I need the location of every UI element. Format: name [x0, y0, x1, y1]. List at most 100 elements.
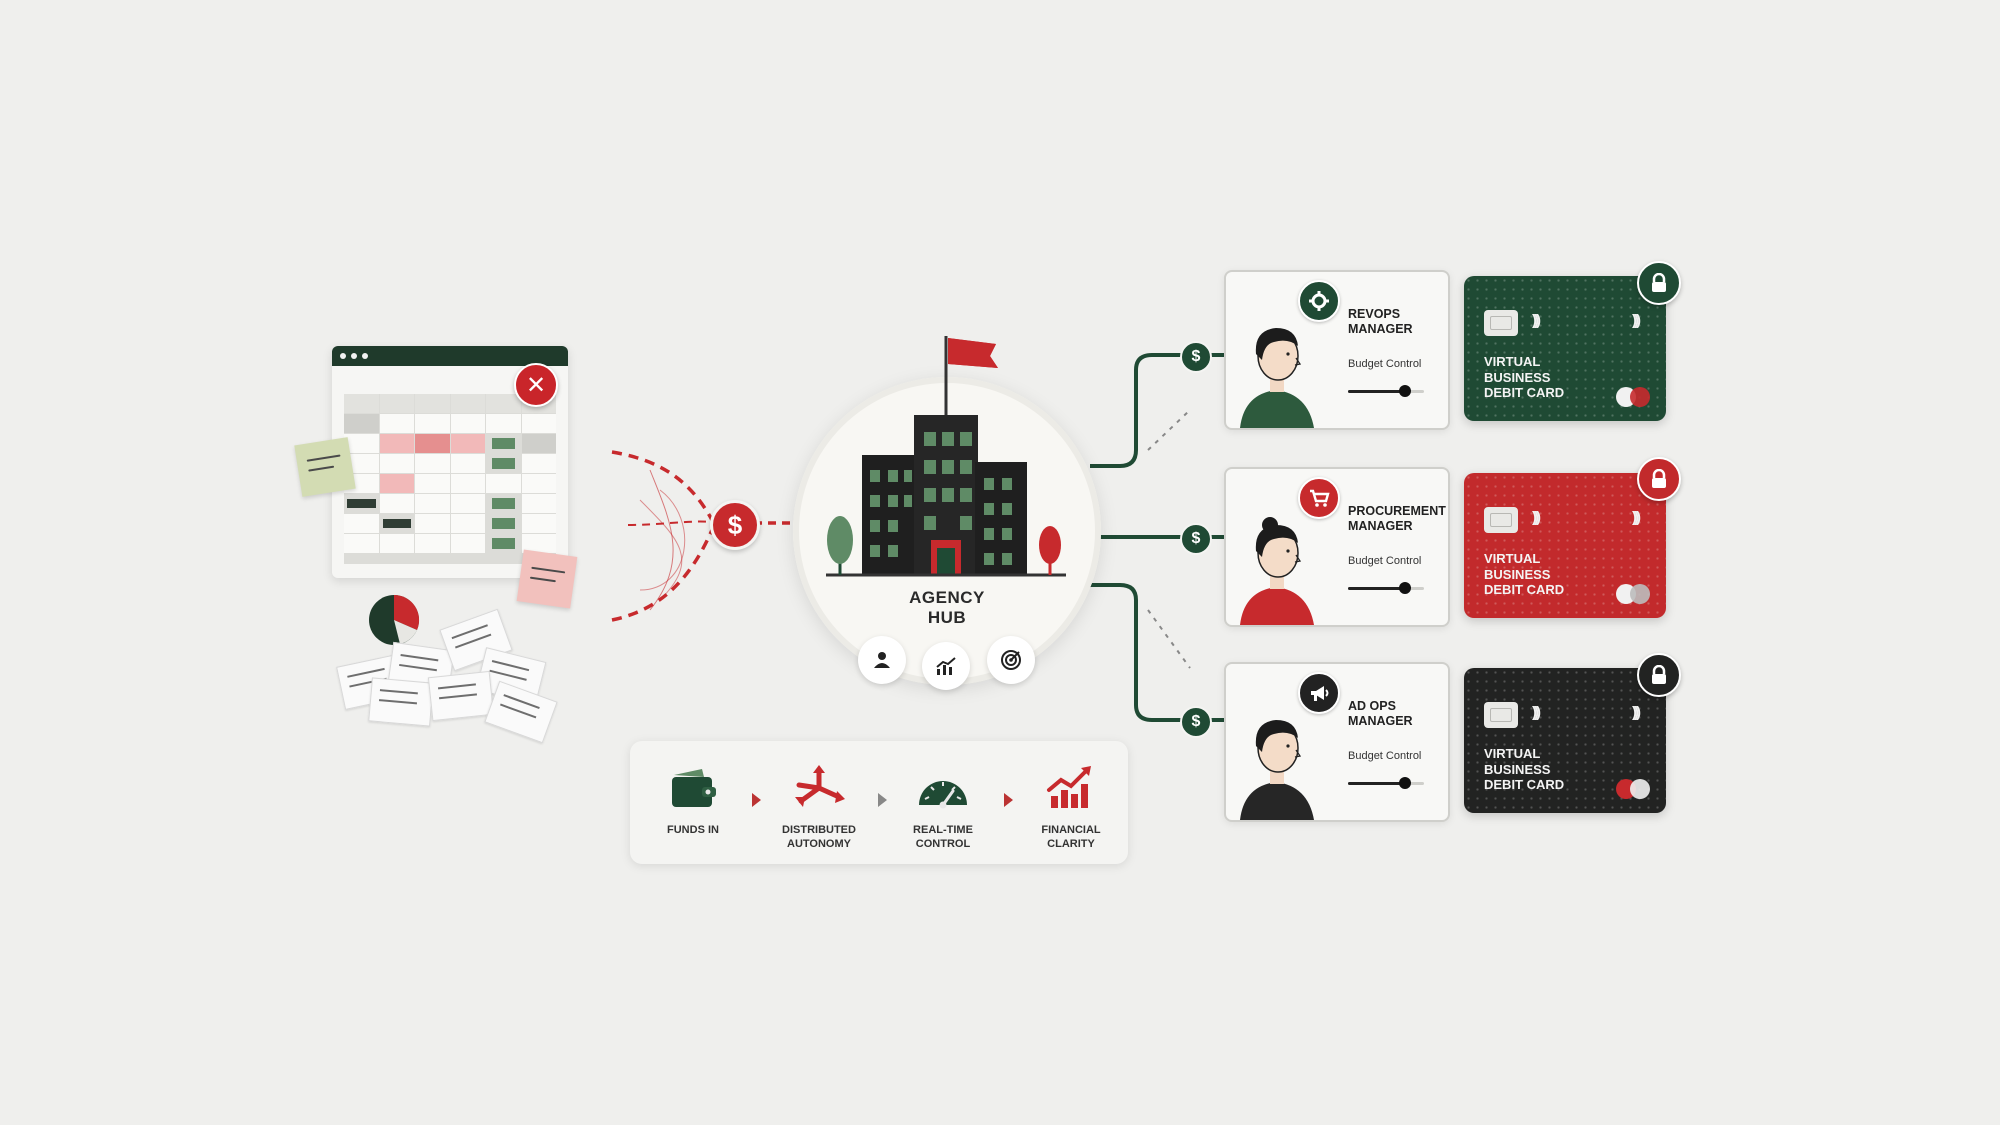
- dollar-icon: $: [1180, 523, 1212, 555]
- person-avatar: [1240, 328, 1314, 428]
- step-arrow: [1004, 793, 1013, 807]
- card-network-circle: [1630, 387, 1650, 407]
- card-network-logo: [1614, 584, 1658, 606]
- role-title-line: MANAGER: [1348, 322, 1413, 336]
- role-card: AD OPS MANAGER Budget Control: [1224, 662, 1450, 822]
- agency-hub: [793, 377, 1101, 685]
- close-icon: ✕: [514, 363, 558, 407]
- card-label-line: VIRTUAL: [1484, 354, 1541, 369]
- step-arrow: [752, 793, 761, 807]
- window-dot: [362, 353, 368, 359]
- card-label: VIRTUAL BUSINESS DEBIT CARD: [1484, 551, 1604, 598]
- split-arrows-icon: [764, 761, 874, 815]
- contactless-icon: ))): [1532, 312, 1541, 329]
- card-label: VIRTUAL BUSINESS DEBIT CARD: [1484, 746, 1604, 793]
- contactless-icon: ))): [1632, 312, 1641, 329]
- lock-icon: [1637, 457, 1681, 501]
- virtual-debit-card: ))) ))) VIRTUAL BUSINESS DEBIT CARD: [1464, 276, 1666, 421]
- role-title-line: MANAGER: [1348, 519, 1413, 533]
- budget-slider-knob[interactable]: [1399, 385, 1411, 397]
- lock-icon: [1637, 653, 1681, 697]
- card-label-line: DEBIT CARD: [1484, 385, 1565, 400]
- gauge-icon: [888, 761, 998, 815]
- target-icon: [987, 636, 1035, 684]
- card-network-logo: [1614, 779, 1658, 801]
- role-title-line: AD OPS: [1348, 699, 1396, 713]
- people-icon: [858, 636, 906, 684]
- step-label: AUTONOMY: [787, 838, 851, 850]
- paper-pile: [330, 608, 560, 744]
- role-card: REVOPS MANAGER Budget Control: [1224, 270, 1450, 430]
- contactless-icon: ))): [1632, 509, 1641, 526]
- step-financial-clarity: FINANCIAL CLARITY: [1016, 761, 1126, 851]
- sticky-note: [516, 549, 578, 609]
- flag-icon: [948, 338, 998, 368]
- card-chip-icon: [1484, 702, 1518, 728]
- card-label-line: DEBIT CARD: [1484, 777, 1565, 792]
- step-distributed-autonomy: DISTRIBUTED AUTONOMY: [764, 761, 874, 851]
- window-dot: [351, 353, 357, 359]
- budget-slider[interactable]: [1348, 385, 1424, 397]
- card-label-line: BUSINESS: [1484, 369, 1551, 385]
- growth-chart-icon: [1016, 761, 1126, 815]
- lock-icon: [1637, 261, 1681, 305]
- budget-control-label: Budget Control: [1348, 358, 1422, 370]
- trend-chart-icon: [922, 642, 970, 690]
- budget-slider-fill: [1348, 390, 1405, 393]
- budget-control-label: Budget Control: [1348, 750, 1422, 762]
- hub-title: AGENCY HUB: [880, 588, 1014, 628]
- window-titlebar: [332, 346, 568, 366]
- budget-slider-knob[interactable]: [1399, 582, 1411, 594]
- contactless-icon: ))): [1532, 704, 1541, 721]
- step-label: CLARITY: [1047, 838, 1095, 850]
- card-chip-icon: [1484, 507, 1518, 533]
- virtual-debit-card: ))) ))) VIRTUAL BUSINESS DEBIT CARD: [1464, 668, 1666, 813]
- step-label: FUNDS IN: [667, 824, 719, 836]
- role-title-line: PROCUREMENT: [1348, 504, 1446, 518]
- spreadsheet-grid: [344, 394, 556, 564]
- budget-slider-fill: [1348, 587, 1405, 590]
- wallet-icon: [638, 761, 748, 815]
- person-avatar: [1240, 720, 1314, 820]
- role-title-line: REVOPS: [1348, 307, 1401, 321]
- dollar-icon: $: [1180, 706, 1212, 738]
- window-dot: [340, 353, 346, 359]
- step-label: FINANCIAL: [1041, 824, 1101, 836]
- card-network-circle: [1630, 779, 1650, 799]
- sticky-note: [294, 437, 356, 497]
- step-label: CONTROL: [915, 838, 971, 850]
- card-label-line: BUSINESS: [1484, 761, 1551, 777]
- person-avatar: [1240, 517, 1314, 625]
- gear-icon: [1298, 280, 1340, 322]
- card-network-circle: [1630, 584, 1650, 604]
- process-steps: FUNDS IN DISTRIBUTED AUTONOMY REAL-TIME CO…: [630, 741, 1128, 864]
- budget-slider-knob[interactable]: [1399, 777, 1411, 789]
- budget-control-label: Budget Control: [1348, 555, 1422, 567]
- card-network-logo: [1614, 387, 1658, 409]
- dollar-icon: $: [1180, 341, 1212, 373]
- dollar-icon: $: [710, 500, 760, 550]
- budget-slider[interactable]: [1348, 582, 1424, 594]
- card-chip-icon: [1484, 310, 1518, 336]
- hub-title-line: HUB: [927, 608, 967, 627]
- step-real-time-control: REAL-TIME CONTROL: [888, 761, 998, 851]
- budget-slider[interactable]: [1348, 777, 1424, 789]
- card-label-line: DEBIT CARD: [1484, 582, 1565, 597]
- role-title: PROCUREMENT MANAGER: [1348, 504, 1448, 534]
- card-label-line: VIRTUAL: [1484, 551, 1541, 566]
- step-label: REAL-TIME: [913, 824, 973, 836]
- virtual-debit-card: ))) ))) VIRTUAL BUSINESS DEBIT CARD: [1464, 473, 1666, 618]
- step-funds-in: FUNDS IN: [638, 761, 748, 837]
- role-card: PROCUREMENT MANAGER Budget Control: [1224, 467, 1450, 627]
- card-label-line: BUSINESS: [1484, 566, 1551, 582]
- card-label-line: VIRTUAL: [1484, 746, 1541, 761]
- step-label: DISTRIBUTED: [782, 824, 856, 836]
- contactless-icon: ))): [1532, 509, 1541, 526]
- role-title-line: MANAGER: [1348, 714, 1413, 728]
- megaphone-icon: [1298, 672, 1340, 714]
- card-label: VIRTUAL BUSINESS DEBIT CARD: [1484, 354, 1604, 401]
- contactless-icon: ))): [1632, 704, 1641, 721]
- role-title: REVOPS MANAGER: [1348, 307, 1448, 337]
- budget-slider-fill: [1348, 782, 1405, 785]
- role-title: AD OPS MANAGER: [1348, 699, 1448, 729]
